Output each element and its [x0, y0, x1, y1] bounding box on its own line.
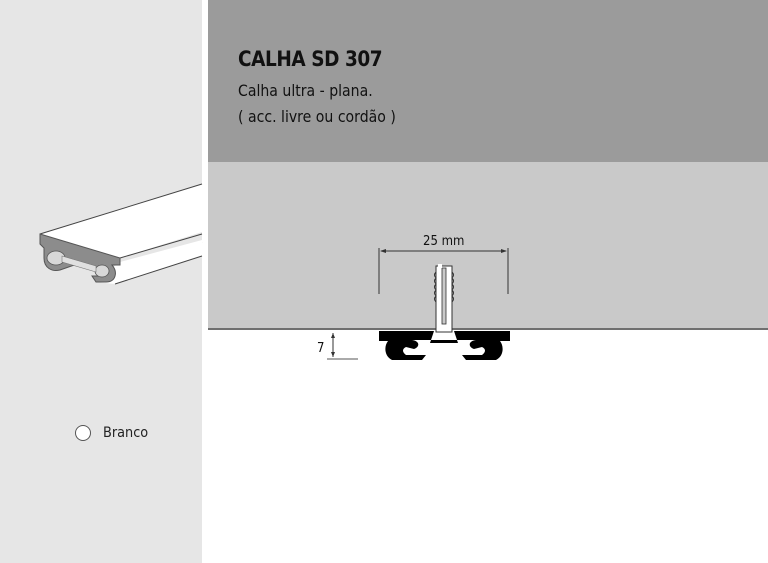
color-option-branco[interactable]: Branco — [75, 425, 152, 441]
product-note: ( acc. livre ou cordão ) — [238, 107, 396, 126]
color-swatch-white[interactable] — [75, 425, 91, 441]
height-dimension-label: 7 — [317, 341, 325, 356]
wall-plug-icon — [430, 264, 458, 343]
wall-band — [208, 162, 768, 330]
color-label: Branco — [103, 425, 149, 441]
width-dimension-label: 25 mm — [423, 234, 465, 249]
rail-3d-illustration-icon — [39, 183, 203, 285]
divider-strip — [202, 0, 208, 563]
height-dimension-line — [327, 333, 358, 360]
rail-profile-icon — [379, 331, 510, 360]
width-dimension-line — [378, 248, 509, 294]
product-title: CALHA SD 307 — [238, 47, 383, 71]
header-band — [208, 0, 768, 162]
product-subtitle: Calha ultra - plana. — [238, 81, 373, 100]
